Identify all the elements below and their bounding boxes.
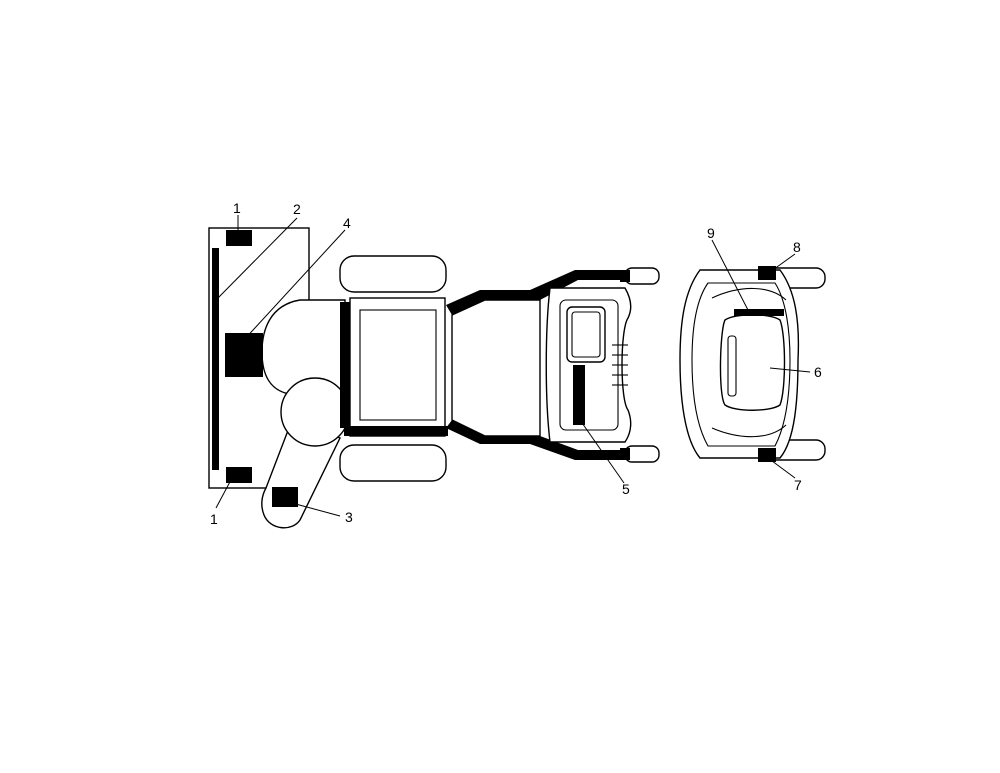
label-block-3 xyxy=(272,487,298,507)
attachment-view xyxy=(679,266,826,462)
label-strip-2 xyxy=(212,248,219,470)
callout-9: 9 xyxy=(707,225,715,241)
attachment-slot xyxy=(727,335,737,397)
callout-8: 8 xyxy=(793,239,801,255)
attachment-top-lip xyxy=(711,287,787,301)
front-linkage xyxy=(446,270,625,315)
callout-3: 3 xyxy=(345,509,353,525)
leader-6 xyxy=(769,367,811,373)
center-frame-inner xyxy=(359,309,437,421)
leader-7 xyxy=(767,457,796,479)
frame-bottom-bar xyxy=(344,426,448,436)
wheel-bottom xyxy=(339,444,447,482)
frame-left-bar xyxy=(340,302,350,428)
callout-1-bottom: 1 xyxy=(210,511,218,527)
mid-section-outline xyxy=(451,299,541,437)
callout-5: 5 xyxy=(622,481,630,497)
machine-top-view xyxy=(208,227,660,529)
leader-9 xyxy=(711,239,749,311)
wheel-top xyxy=(339,255,447,293)
front-window xyxy=(566,306,606,363)
leader-2 xyxy=(215,217,298,301)
steering-hub-outline xyxy=(280,377,350,447)
label-bar-9 xyxy=(734,309,784,316)
leader-4 xyxy=(241,229,346,343)
front-tip-top xyxy=(624,267,660,285)
front-tip-bottom xyxy=(624,445,660,463)
label-block-1-top xyxy=(226,230,252,246)
leader-5 xyxy=(579,419,625,484)
front-window-inner xyxy=(571,311,601,358)
front-tip-top-dark xyxy=(620,270,630,282)
attachment-bottom-lip xyxy=(711,424,787,438)
attachment-inner-outline xyxy=(691,282,791,447)
callout-6: 6 xyxy=(814,364,822,380)
center-frame xyxy=(349,297,446,437)
leader-8 xyxy=(769,253,796,273)
label-strip-5 xyxy=(573,365,585,425)
callout-labels: 1 1 2 3 4 5 6 7 8 9 xyxy=(210,200,822,527)
callout-7: 7 xyxy=(794,477,802,493)
callout-1-top: 1 xyxy=(233,200,241,216)
front-linkage-lower xyxy=(446,420,625,460)
label-block-1-bottom xyxy=(226,467,252,483)
label-block-8 xyxy=(758,266,776,280)
front-grille xyxy=(612,344,628,386)
front-tip-bottom-dark xyxy=(620,448,630,460)
leader-1-bottom xyxy=(215,477,233,509)
callout-4: 4 xyxy=(343,215,351,231)
leader-3 xyxy=(291,502,341,517)
label-block-7 xyxy=(758,448,776,462)
callout-2: 2 xyxy=(293,201,301,217)
leader-lines xyxy=(215,215,811,517)
